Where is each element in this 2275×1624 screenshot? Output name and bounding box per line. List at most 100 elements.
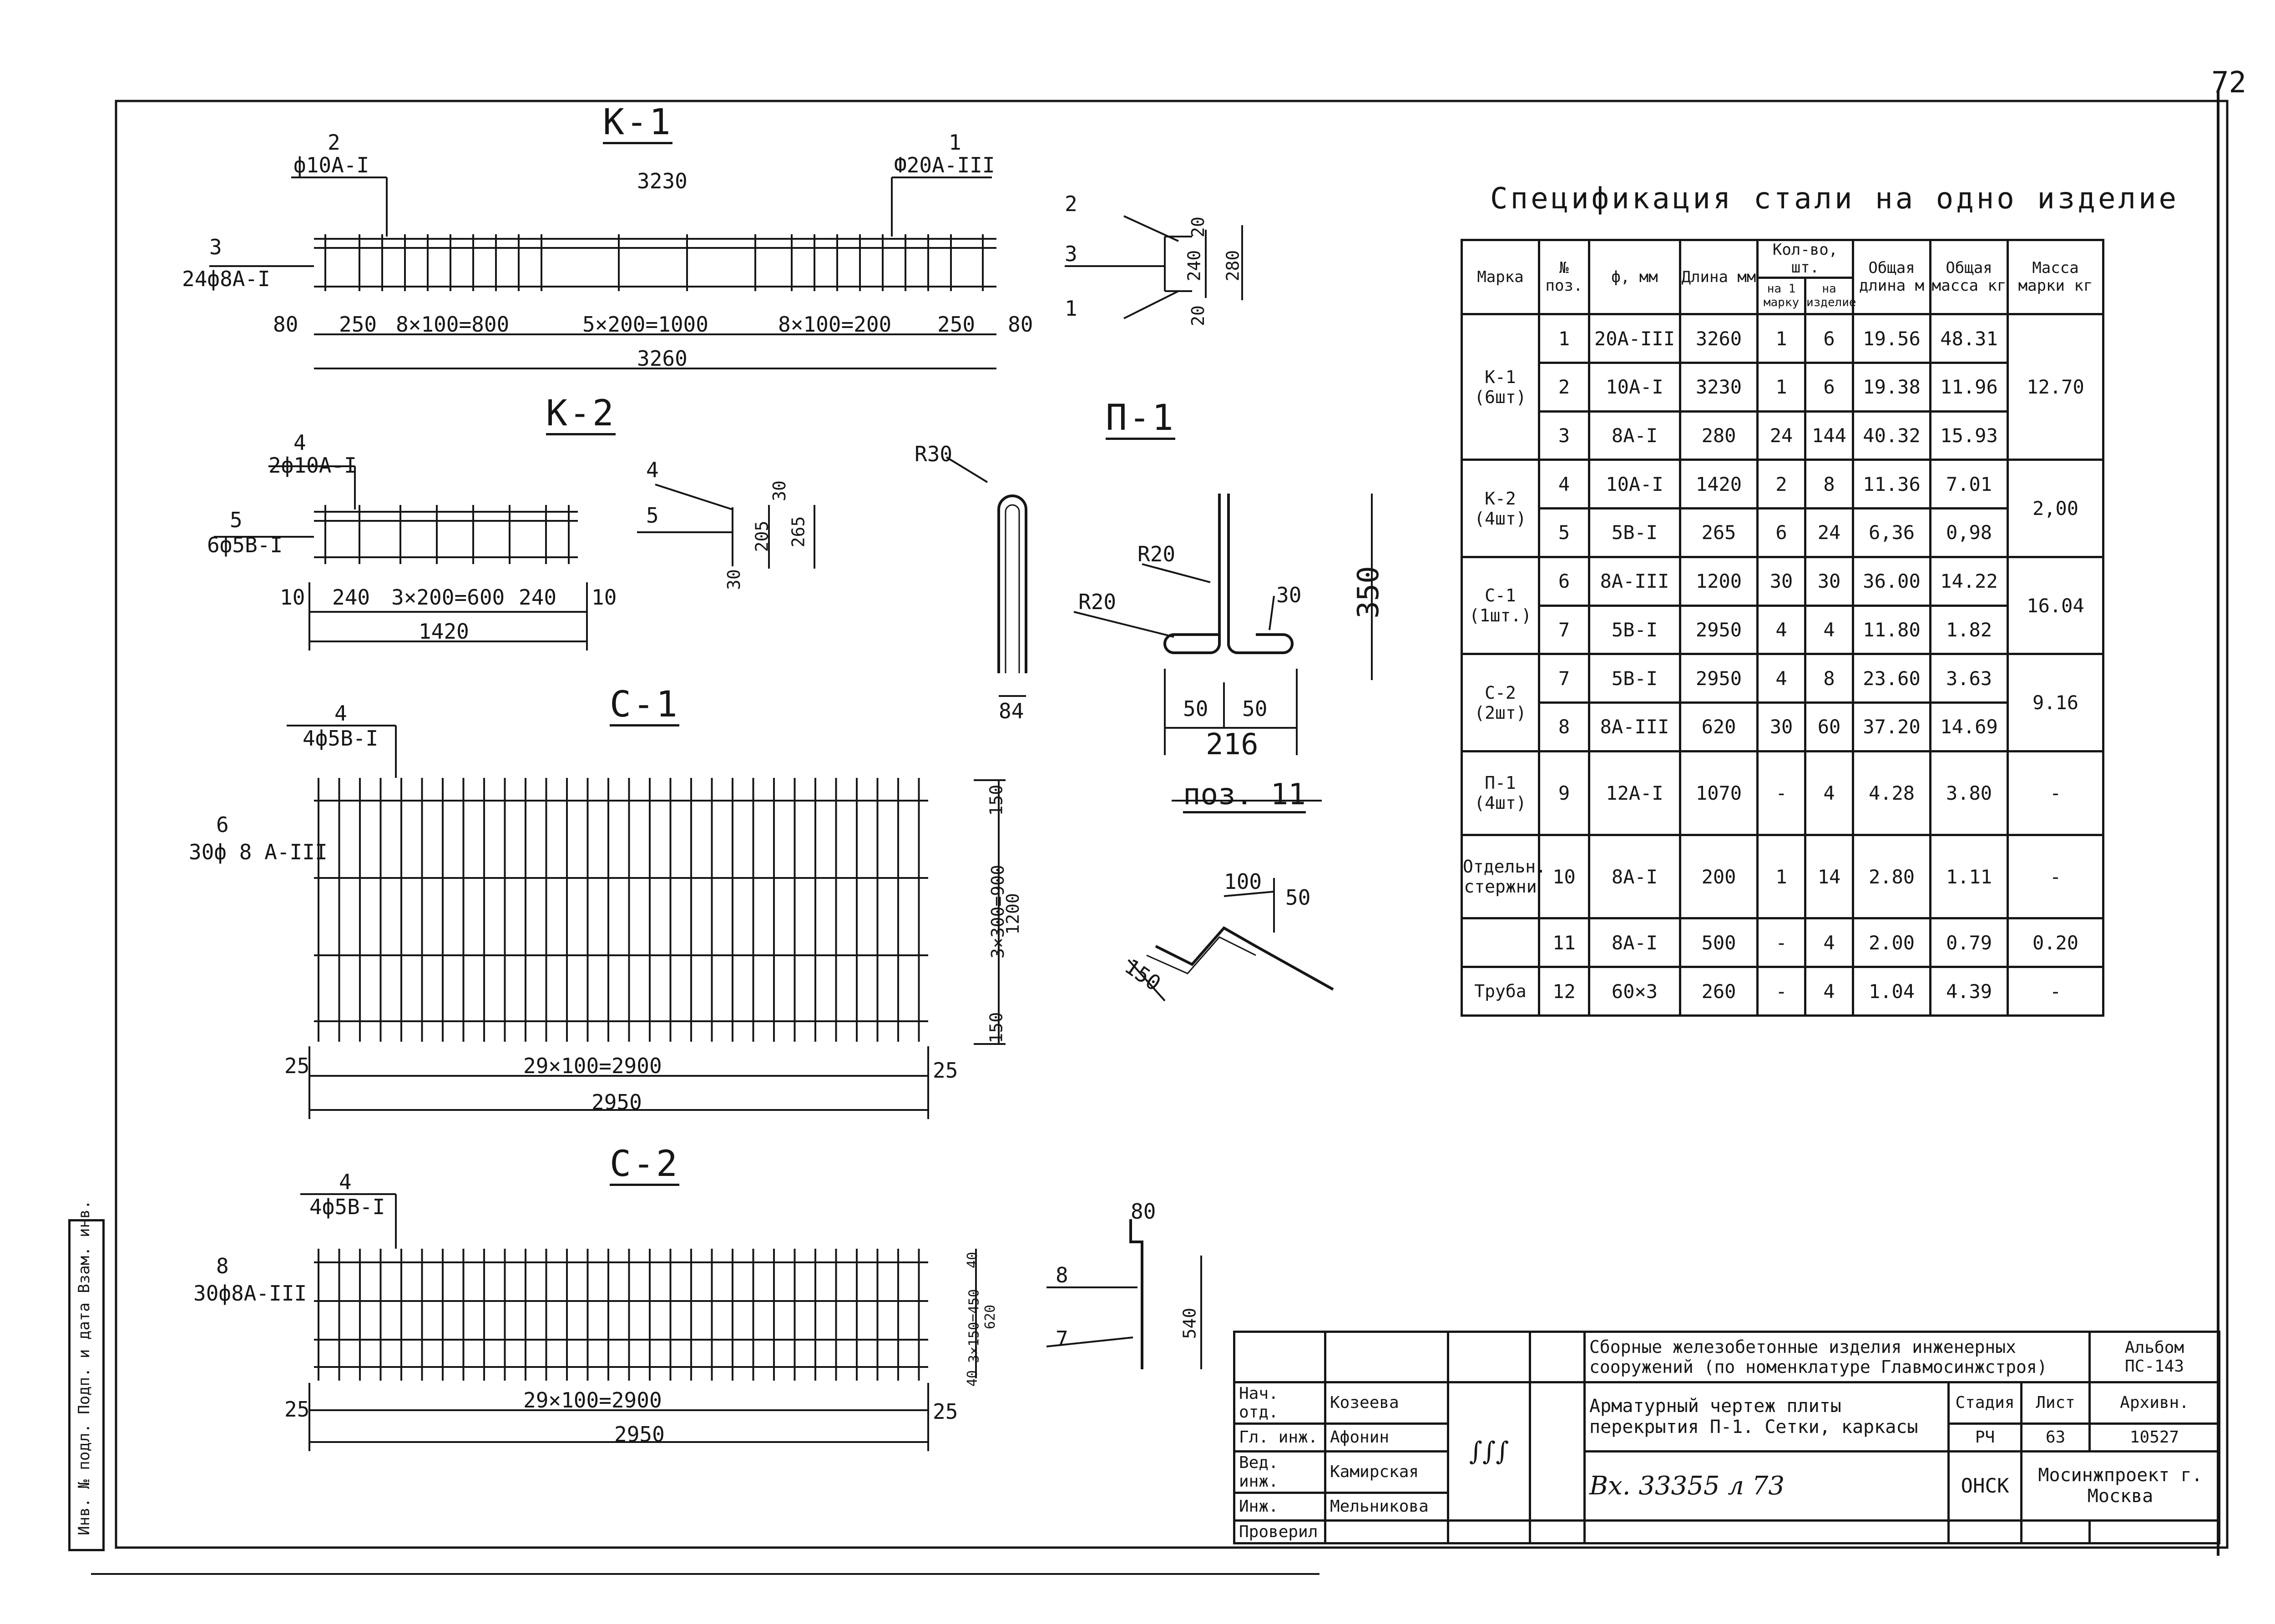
k1-pos2-number: 2 (328, 130, 340, 155)
spec-cell: 265 (1679, 507, 1759, 558)
spec-cell: 1.04 (1852, 966, 1932, 1017)
spec-cell: 1.82 (1929, 604, 2009, 656)
p1-dim-50-b: 50 (1242, 696, 1268, 721)
c2-pos8-number: 8 (216, 1254, 229, 1278)
c1-pos6-number: 6 (216, 812, 229, 837)
spec-subheader-per-item: на изделие (1804, 277, 1856, 316)
spec-mark-mass-cell: 2,00 (2007, 459, 2105, 558)
spec-cell: 14.69 (1929, 701, 2009, 752)
spec-cell: 4 (1804, 604, 1855, 656)
k1-pos3-spec: 24ф8А-I (182, 267, 270, 291)
sheet-number: 72 (2211, 66, 2247, 100)
k1-frame-drawing (209, 177, 1243, 369)
c2-dim-bot: 40 (965, 1370, 981, 1387)
k1-section-label-2: 2 (1065, 192, 1077, 216)
k2-dim-1: 240 (332, 585, 370, 610)
spec-mark-mass-cell: 16.04 (2007, 555, 2105, 656)
spec-cell: 30 (1756, 701, 1806, 752)
spec-cell: 36.00 (1852, 555, 1932, 607)
c2-title: С-2 (610, 1146, 679, 1186)
spec-cell: 6 (1804, 313, 1855, 364)
spec-cell: 620 (1679, 701, 1759, 752)
k2-pos5-spec: 6ф5В-I (207, 533, 283, 557)
spec-cell: 20А-III (1588, 313, 1681, 364)
stamp-role-4: Проверил (1233, 1519, 1326, 1545)
spec-cell: 6 (1804, 361, 1855, 413)
spec-cell: 3.63 (1929, 653, 2009, 704)
spec-cell: 1.11 (1929, 833, 2009, 920)
stamp-project: Сборные железобетонные изделия инженерны… (1583, 1331, 2091, 1383)
stamp-role-2: Вед. инж. (1233, 1450, 1326, 1494)
spec-cell: 3 (1538, 410, 1590, 461)
k1-section-label-1: 1 (1065, 296, 1077, 321)
spec-mark-cell (1461, 917, 1540, 968)
spec-cell: 30 (1804, 555, 1855, 607)
c1-dim-bot: 150 (986, 1012, 1006, 1044)
c2-dim-mid: 3×150=450 (966, 1289, 982, 1363)
k2-section-dim-mid: 205 (752, 520, 772, 552)
spec-cell: 3230 (1679, 361, 1759, 413)
spec-cell: 10А-I (1588, 361, 1681, 413)
c2-section-label-8: 8 (1056, 1263, 1068, 1287)
c2-length-total: 2950 (614, 1422, 665, 1447)
spec-cell: 14.22 (1929, 555, 2009, 607)
spec-cell: 7 (1538, 604, 1590, 656)
stamp-dept: ОНСК (1947, 1450, 2022, 1522)
spec-cell: 4.28 (1852, 750, 1932, 836)
spec-cell: 24 (1756, 410, 1806, 461)
spec-cell: 2950 (1679, 653, 1759, 704)
stamp-stage-value: РЧ (1947, 1422, 2022, 1453)
stamp-stage-label: Стадия (1947, 1381, 2022, 1425)
spec-cell: 2950 (1679, 604, 1759, 656)
c1-pos4-number: 4 (334, 701, 347, 726)
k2-pos5-number: 5 (230, 508, 243, 532)
spec-cell: 1 (1756, 313, 1806, 364)
stamp-name-4 (1324, 1519, 1449, 1545)
stamp-role-0: Нач. отд. (1233, 1381, 1326, 1425)
stamp-name-3: Мельникова (1324, 1492, 1449, 1522)
c1-dim-total: 1200 (1002, 893, 1023, 935)
stamp-name-2: Камирская (1324, 1450, 1449, 1494)
c1-mesh-drawing (287, 725, 1006, 1119)
spec-mark-cell: К-1 (6шт) (1461, 313, 1540, 461)
spec-cell: 3260 (1679, 313, 1759, 364)
spec-cell: 14 (1804, 833, 1855, 920)
spec-cell: 6 (1756, 507, 1806, 558)
p1-title: П-1 (1106, 400, 1175, 440)
spec-table: Марка № поз. ф, мм Длина мм Кол-во, шт. … (1461, 238, 2105, 1017)
k1-dim-5: 250 (937, 312, 976, 337)
spec-cell: - (1756, 917, 1806, 968)
c2-section-label-7: 7 (1056, 1326, 1068, 1351)
c2-dim-top: 40 (965, 1251, 981, 1269)
spec-cell: 8 (1538, 701, 1590, 752)
stamp-archive-label: Архивн. (2088, 1381, 2221, 1425)
spec-cell: 4 (1804, 917, 1855, 968)
c1-pos4-spec: 4ф5В-I (303, 726, 379, 751)
k2-section-dim-top: 30 (769, 480, 789, 501)
p1-width-216: 216 (1206, 728, 1259, 762)
stamp-archive-value: 10527 (2088, 1422, 2221, 1453)
spec-cell: 8А-III (1588, 555, 1681, 607)
spec-cell: 40.32 (1852, 410, 1932, 461)
spec-cell: 4 (1756, 653, 1806, 704)
spec-cell: 4 (1756, 604, 1806, 656)
spec-cell: 30 (1756, 555, 1806, 607)
spec-mark-mass-cell: - (2007, 966, 2105, 1017)
k2-section-dim-bot: 30 (723, 569, 744, 590)
k1-length-top: 3230 (637, 169, 688, 193)
spec-cell: - (1756, 966, 1806, 1017)
spec-cell: 2 (1538, 361, 1590, 413)
k2-dim-0: 10 (280, 585, 305, 610)
spec-cell: 8А-I (1588, 917, 1681, 968)
spec-cell: 5В-I (1588, 604, 1681, 656)
spec-cell: 48.31 (1929, 313, 2009, 364)
k1-section-dim-total: 280 (1223, 250, 1243, 282)
spec-cell: 11 (1538, 917, 1590, 968)
